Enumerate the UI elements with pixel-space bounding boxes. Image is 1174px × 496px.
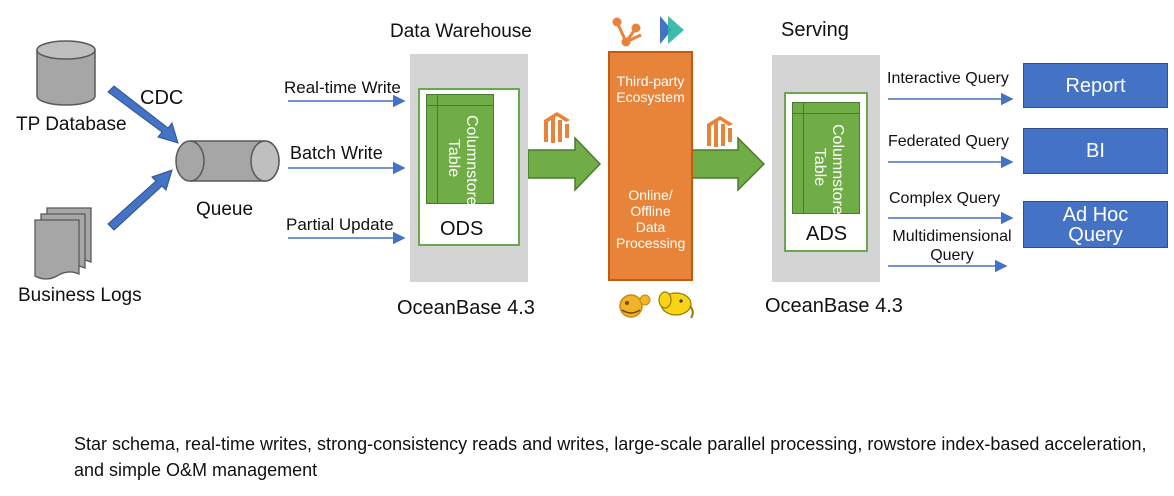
partial-update-label: Partial Update: [286, 215, 394, 234]
cdc-label: CDC: [140, 87, 184, 109]
serving-panel: Columnstore Table ADS: [772, 55, 880, 282]
ods-layer-label: ODS: [440, 218, 484, 240]
report-box: Report: [1023, 63, 1168, 108]
complex-query-label: Complex Query: [889, 190, 1001, 207]
ods-to-ecosystem-arrow: [527, 136, 602, 192]
ecosystem-top-label: Third-party Ecosystem: [616, 73, 685, 105]
queue-label: Queue: [196, 199, 254, 220]
federated-query-label: Federated Query: [888, 133, 1009, 150]
bi-box: BI: [1023, 128, 1168, 174]
warehouse-panel: Columnstore Table ODS: [410, 54, 528, 282]
ecosystem-bottom-label: Online/ Offline Data Processing: [616, 187, 686, 251]
multidim-query-label: Multidimensional Query: [892, 228, 1012, 264]
ods-table-label: Columnstore Table: [445, 115, 480, 206]
adhoc-query-box: Ad Hoc Query: [1023, 201, 1168, 248]
logs-to-queue-arrow: [107, 169, 173, 231]
business-logs-label: Business Logs: [18, 285, 142, 306]
tp-database-label: TP Database: [16, 114, 127, 135]
realtime-write-label: Real-time Write: [284, 78, 401, 97]
interactive-query-label: Interactive Query: [887, 70, 1009, 87]
ads-card: Columnstore Table ADS: [784, 92, 868, 252]
ecosystem-to-ads-arrow: [691, 136, 766, 192]
cdc-arrow: [107, 85, 179, 144]
warehouse-title: Data Warehouse: [390, 21, 532, 42]
footer-description: Star schema, real-time writes, strong-co…: [74, 434, 1147, 480]
serving-product-label: OceanBase 4.3: [765, 295, 903, 317]
batch-write-label: Batch Write: [290, 143, 383, 163]
warehouse-product-label: OceanBase 4.3: [397, 297, 535, 319]
ecosystem-panel: Third-party Ecosystem Online/ Offline Da…: [608, 51, 693, 281]
ods-columnstore-table: Columnstore Table: [426, 94, 494, 206]
ads-table-label: Columnstore Table: [811, 124, 846, 215]
serving-title: Serving: [781, 19, 849, 41]
ads-columnstore-table: Columnstore Table: [792, 102, 860, 215]
ads-layer-label: ADS: [806, 223, 848, 245]
ods-card: Columnstore Table ODS: [418, 88, 520, 246]
